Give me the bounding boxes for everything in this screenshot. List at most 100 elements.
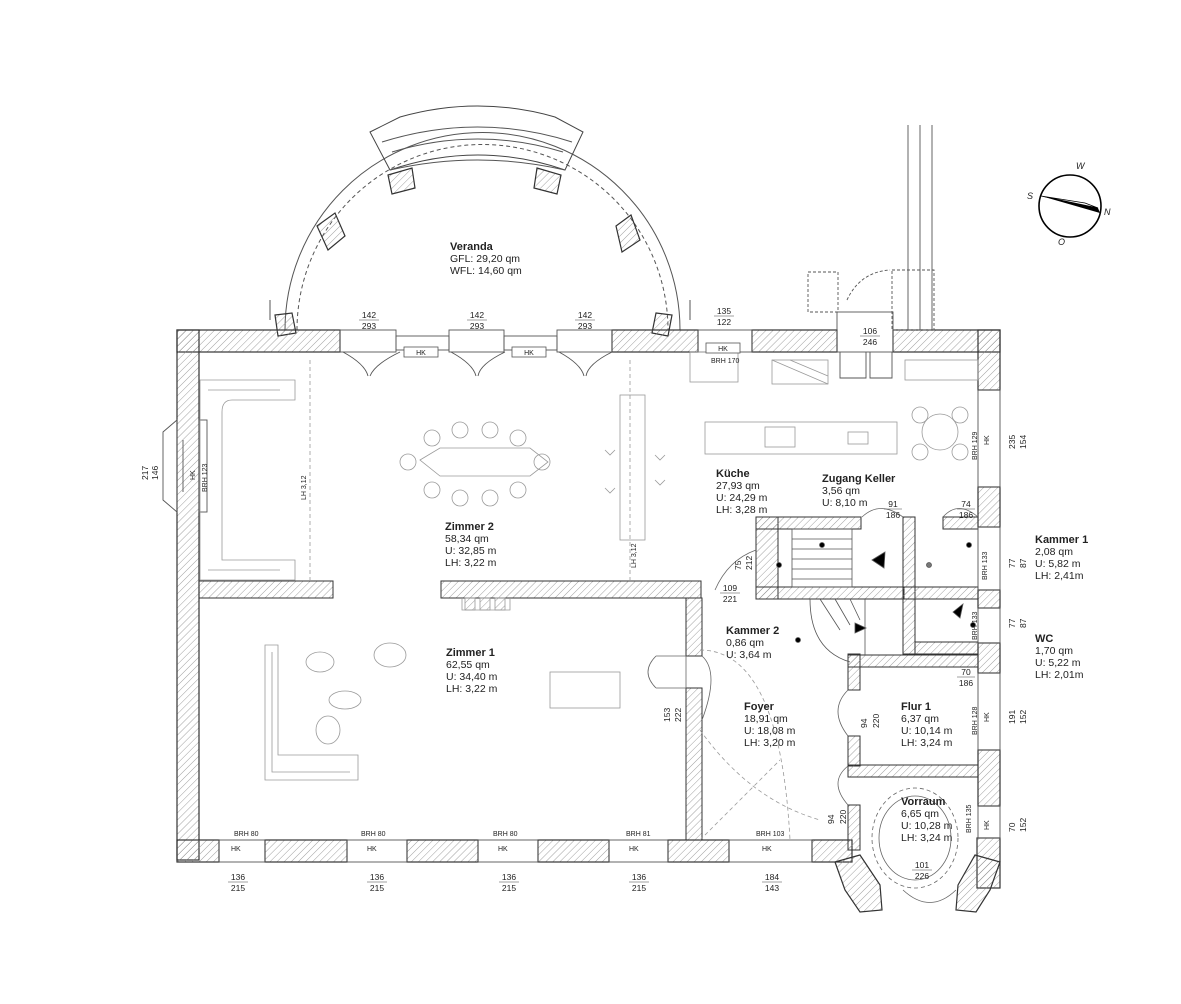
staircase — [776, 528, 976, 663]
room-info: 27,93 qm — [716, 480, 760, 492]
dim-bottom: 143 — [765, 883, 779, 893]
room-info: U: 32,85 m — [445, 545, 497, 557]
vdim-a: 70 — [1007, 822, 1017, 832]
compass-w: W — [1076, 161, 1086, 171]
vdim-a: 191 — [1007, 710, 1017, 724]
brh-label: BRH 170 — [711, 358, 740, 365]
room-name: Kammer 1 — [1035, 534, 1088, 546]
vdim-b: 220 — [838, 810, 848, 824]
brh-label: BRH 103 — [756, 831, 785, 838]
room-name: Vorraum — [901, 796, 946, 808]
dim-top: 136 — [231, 872, 245, 882]
room-labels: Veranda GFL: 29,20 qm WFL: 14,60 qm Zimm… — [445, 241, 1088, 844]
room-info: GFL: 29,20 qm — [450, 253, 520, 265]
room-name: Zimmer 2 — [445, 521, 494, 533]
room-info: 62,55 qm — [446, 659, 490, 671]
room-info: U: 10,14 m — [901, 725, 953, 737]
dim-bottom: 215 — [370, 883, 384, 893]
room-info: 0,86 qm — [726, 637, 764, 649]
room-info: LH: 3,22 m — [445, 557, 497, 569]
dim-top: 74 — [961, 499, 971, 509]
dim-top: 136 — [632, 872, 646, 882]
brh-label: BRH 135 — [966, 804, 973, 833]
vdim-b: 152 — [1018, 710, 1028, 724]
brh-label: BRH 129 — [972, 431, 979, 460]
brh-label: BRH 81 — [626, 831, 651, 838]
hk-label: HK — [762, 846, 772, 853]
hk-label: HK — [498, 846, 508, 853]
dim-bottom: 246 — [863, 337, 877, 347]
dim-bottom: 215 — [632, 883, 646, 893]
vdim-a: 153 — [662, 708, 672, 722]
dimension-labels — [228, 315, 975, 883]
dim-bottom: 293 — [470, 321, 484, 331]
room-info: LH: 3,24 m — [901, 737, 953, 749]
veranda-bay — [269, 105, 691, 331]
vdim-a: 217 — [140, 466, 150, 480]
room-info: U: 5,22 m — [1035, 657, 1081, 669]
brh-label: BRH 128 — [972, 706, 979, 735]
room-info: LH: 3,28 m — [716, 504, 768, 516]
dim-top: 70 — [961, 667, 971, 677]
brh-label: BRH 133 — [982, 551, 989, 580]
radiators: HK HK HK HK HK HK HK HK HK HK HK HK — [190, 342, 991, 853]
room-info: LH: 3,22 m — [446, 683, 498, 695]
compass-needle-tail — [1040, 195, 1099, 209]
room-info: 6,37 qm — [901, 713, 939, 725]
dim-bottom: 122 — [717, 317, 731, 327]
hk-label: HK — [416, 350, 426, 357]
room-name: WC — [1035, 633, 1053, 645]
room-info: LH: 3,20 m — [744, 737, 796, 749]
dim-top: 142 — [362, 310, 376, 320]
vdim-a: 235 — [1007, 435, 1017, 449]
room-name: Flur 1 — [901, 701, 931, 713]
dim-top: 184 — [765, 872, 779, 882]
doors — [647, 508, 979, 903]
room-info: U: 34,40 m — [446, 671, 498, 683]
vdim-a: 75 — [733, 560, 743, 570]
lh-label: LH 3,12 — [301, 475, 308, 500]
lh-label: LH 3,12 — [631, 543, 638, 568]
room-info: 3,56 qm — [822, 485, 860, 497]
dim-top: 142 — [470, 310, 484, 320]
dim-top: 109 — [723, 583, 737, 593]
dim-top: 135 — [717, 306, 731, 316]
dim-top: 106 — [863, 326, 877, 336]
vertical-dimensions: 217 146 235 154 77 87 77 87 191 152 70 1… — [140, 435, 1028, 832]
room-info: U: 18,08 m — [744, 725, 796, 737]
room-zimmer-1: Zimmer 1 62,55 qm U: 34,40 m LH: 3,22 m — [446, 647, 498, 695]
dim-top: 142 — [578, 310, 592, 320]
room-flur-1: Flur 1 6,37 qm U: 10,14 m LH: 3,24 m — [901, 701, 953, 749]
room-info: U: 8,10 m — [822, 497, 868, 509]
compass-s: S — [1027, 191, 1033, 201]
room-info: U: 24,29 m — [716, 492, 768, 504]
hk-label: HK — [190, 470, 197, 480]
brh-label: BRH 80 — [361, 831, 386, 838]
brh-label: BRH 133 — [972, 611, 979, 640]
room-info: U: 3,64 m — [726, 649, 772, 661]
hk-label: HK — [984, 820, 991, 830]
windows — [162, 125, 1001, 863]
hk-label: HK — [524, 350, 534, 357]
brh-labels: BRH 170 BRH 123 BRH 129 BRH 133 BRH 133 … — [202, 358, 989, 838]
brh-label: BRH 123 — [202, 463, 209, 492]
vdim-b: 154 — [1018, 435, 1028, 449]
dim-top: 101 — [915, 860, 929, 870]
room-zugang-keller: Zugang Keller 3,56 qm U: 8,10 m — [822, 473, 896, 509]
room-info: U: 10,28 m — [901, 820, 953, 832]
hk-label: HK — [718, 346, 728, 353]
dim-bottom: 186 — [959, 678, 973, 688]
room-name: Veranda — [450, 241, 494, 253]
vdim-b: 152 — [1018, 818, 1028, 832]
room-name: Küche — [716, 468, 750, 480]
room-name: Zugang Keller — [822, 473, 896, 485]
room-info: 58,34 qm — [445, 533, 489, 545]
room-wc: WC 1,70 qm U: 5,22 m LH: 2,01m — [1035, 633, 1084, 681]
vdim-b: 212 — [744, 556, 754, 570]
vdim-b: 87 — [1018, 558, 1028, 568]
vdim-a: 94 — [826, 814, 836, 824]
hk-label: HK — [629, 846, 639, 853]
interior-walls — [198, 516, 979, 851]
room-name: Kammer 2 — [726, 625, 779, 637]
dim-top: 91 — [888, 499, 898, 509]
